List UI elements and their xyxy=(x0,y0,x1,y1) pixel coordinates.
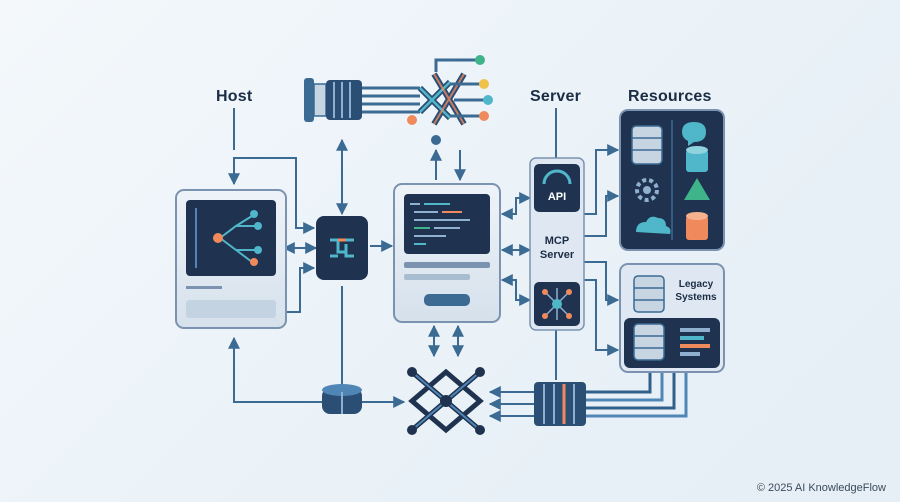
cable-to-mesh-arrows xyxy=(488,386,534,422)
copyright-footer: © 2025 AI KnowledgeFlow xyxy=(756,482,886,494)
client-api-arrow xyxy=(500,192,532,220)
client-device xyxy=(393,183,501,323)
triangle-icon xyxy=(684,178,710,200)
resources-panel xyxy=(619,109,725,251)
server-resources-top-arrow xyxy=(582,144,620,215)
server-resources-mid-arrow xyxy=(582,190,620,237)
mcp-server-label: MCP Server xyxy=(539,235,575,261)
host-hub-lower-arrow xyxy=(284,262,316,313)
legacy-systems-panel xyxy=(619,263,725,373)
cylinder-icon xyxy=(686,146,708,172)
legacy-bars-icon xyxy=(680,328,710,356)
top-mesh-switch xyxy=(407,55,493,145)
gear-icon xyxy=(635,178,659,202)
orange-cylinder-icon xyxy=(686,212,708,240)
bottom-plug-connector xyxy=(534,382,586,426)
chat-icon xyxy=(682,122,706,146)
cloud-icon xyxy=(636,216,671,234)
hub-switch xyxy=(316,216,368,280)
mcp-module xyxy=(534,218,580,276)
top-plug-connector xyxy=(304,78,420,122)
bottom-mesh-switch xyxy=(407,367,485,435)
host-computer xyxy=(175,189,287,329)
database-icon xyxy=(631,125,663,165)
server-legacy-low-arrow xyxy=(582,279,620,356)
legacy-systems-label: Legacy Systems xyxy=(675,279,717,303)
api-label: API xyxy=(547,191,567,203)
legacy-storage-icon xyxy=(633,323,665,361)
server-column xyxy=(529,157,585,331)
server-legacy-arrow xyxy=(582,261,620,306)
client-tools-arrow xyxy=(500,274,532,306)
host-label: Host xyxy=(216,88,253,105)
server-label: Server xyxy=(530,88,582,105)
legacy-cables xyxy=(584,372,688,418)
resources-label: Resources xyxy=(628,88,712,105)
legacy-database-icon xyxy=(633,275,665,313)
connector-lines xyxy=(228,108,620,408)
small-database-icon xyxy=(322,384,362,414)
host-db-arrow xyxy=(228,336,322,403)
